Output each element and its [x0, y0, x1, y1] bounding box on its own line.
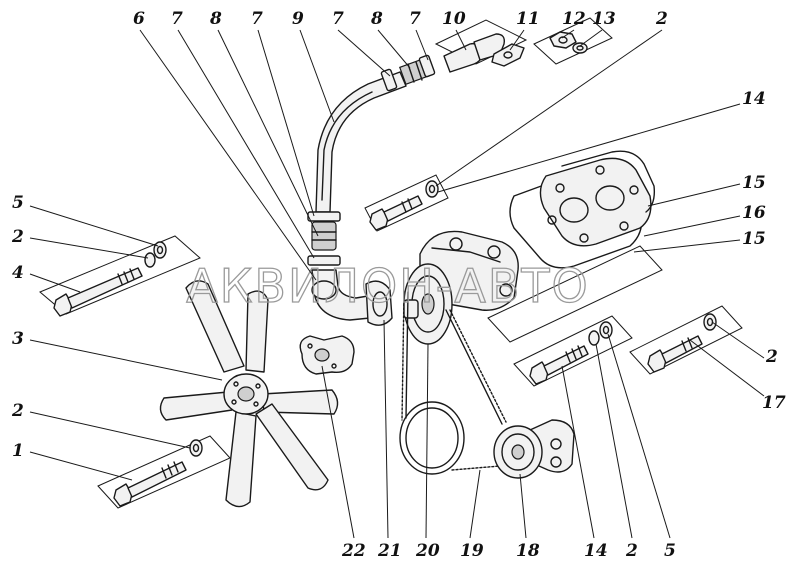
clamp-7-upper-a: [380, 68, 398, 92]
tray-pump-mount: [487, 245, 663, 343]
leader-lines: [29, 29, 765, 539]
tray-bolt-14: [513, 315, 633, 387]
crankshaft-pulley: [399, 401, 465, 475]
elbow-assembly: [311, 269, 393, 326]
callout-7: 7: [409, 9, 421, 29]
callout-9: 9: [292, 9, 304, 29]
washer-2-left: [144, 252, 156, 268]
callout-2: 2: [625, 541, 638, 561]
washer-top: [425, 180, 439, 198]
tray-bolt-17: [629, 305, 743, 375]
bolt-17-shank: [661, 335, 703, 364]
callout-10: 10: [442, 9, 466, 29]
washer-2-bottom: [189, 439, 203, 457]
callout-13: 13: [592, 9, 616, 29]
callout-7: 7: [332, 9, 344, 29]
callout-7: 7: [251, 9, 263, 29]
washer-5-left: [153, 241, 167, 259]
fan-3: [159, 280, 339, 508]
callout-7: 7: [171, 9, 183, 29]
nut-12: [549, 31, 577, 49]
callout-labels: 1 2 3 4 2 5 6 7 8 7 9 7 8 7 10 11 12 13 …: [11, 9, 786, 561]
bolt-14-assembly: [529, 321, 613, 385]
washer-2-right: [588, 330, 600, 346]
washer-2-far-right: [703, 313, 717, 331]
bolt-14-head: [529, 361, 549, 385]
fan-blade-up: [185, 280, 245, 373]
callout-3: 3: [12, 329, 24, 349]
hose-8-lower: [311, 221, 337, 251]
tray-bolt-1: [97, 435, 231, 509]
fan-spacer-22: [299, 335, 355, 375]
callout-17: 17: [762, 393, 786, 413]
bolt-top-shank: [383, 195, 423, 222]
callout-15: 15: [742, 229, 766, 249]
gasket-11: [491, 43, 525, 67]
upper-coolant-pipe: [307, 33, 525, 266]
callout-8: 8: [209, 9, 222, 29]
callout-6: 6: [133, 9, 145, 29]
callout-22: 22: [341, 541, 366, 561]
bolt-14-shank: [543, 345, 589, 376]
tray-nut-12: [533, 17, 613, 65]
bolt-4-assembly: [53, 241, 167, 317]
callout-21: 21: [377, 541, 402, 561]
callout-20: 20: [415, 541, 440, 561]
callout-11: 11: [516, 9, 540, 29]
callout-14: 14: [742, 89, 766, 109]
callout-5: 5: [12, 193, 24, 213]
fan-blade-left: [159, 391, 233, 421]
bolt-4-shank: [67, 267, 143, 309]
callout-18: 18: [516, 541, 540, 561]
clamp-7-upper-b: [418, 54, 436, 78]
fan-blade-lowright: [255, 403, 329, 491]
callout-4: 4: [12, 263, 24, 283]
cover-16: [539, 157, 652, 247]
bolt-1-shank: [127, 461, 187, 498]
clamp-7-lower-b: [307, 255, 341, 266]
bolt-top-head: [369, 208, 389, 231]
watermark: АКВИЛОН-АВТО: [186, 259, 589, 313]
pump-cover-set: [509, 150, 656, 269]
callout-16: 16: [742, 203, 766, 223]
callout-8: 8: [370, 9, 383, 29]
bolt-17-assembly: [647, 313, 717, 373]
bolt-top-assembly: [369, 180, 439, 231]
callout-14: 14: [584, 541, 608, 561]
washer-13: [572, 42, 588, 54]
callout-1: 1: [12, 441, 24, 461]
callout-5: 5: [664, 541, 676, 561]
callout-12: 12: [562, 9, 586, 29]
elbow-6-end: [311, 280, 337, 300]
drive-belt-system: [399, 291, 575, 479]
drive-belt-19: [401, 291, 507, 471]
bolt-17-head: [647, 349, 667, 373]
washer-5-right: [599, 321, 613, 339]
callout-2: 2: [11, 227, 24, 247]
callout-2: 2: [765, 347, 778, 367]
bolt-1-head: [113, 483, 133, 507]
water-pump: [403, 230, 519, 345]
fan-blade-lowleft: [225, 411, 257, 508]
fan-blade-right: [261, 389, 339, 415]
callout-2: 2: [11, 401, 24, 421]
bolt-1-assembly: [113, 439, 203, 507]
flange-21: [365, 280, 393, 326]
bolt-4-head: [53, 293, 73, 317]
callout-15: 15: [742, 173, 766, 193]
fan-blade-upright: [245, 290, 269, 373]
pipe-9: [315, 71, 407, 213]
nut-12-assembly: [549, 31, 588, 54]
callout-2: 2: [655, 9, 668, 29]
callout-19: 19: [460, 541, 484, 561]
